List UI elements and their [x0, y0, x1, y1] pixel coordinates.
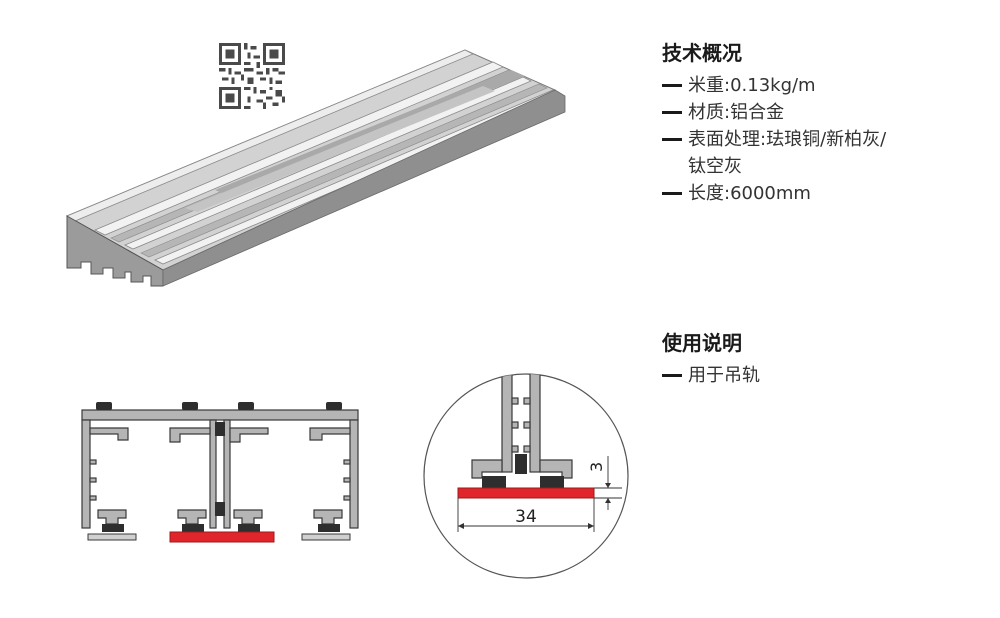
spec-item: 表面处理:珐琅铜/新柏灰/钛空灰 — [662, 126, 892, 180]
dash-bullet-icon — [662, 374, 682, 377]
spec-item-text: 米重:0.13kg/m — [688, 75, 816, 96]
tech-overview-section: 技术概况 米重:0.13kg/m 材质:铝合金 表面处理:珐琅铜/新柏灰/钛空灰… — [662, 40, 982, 207]
profile-3d-render — [65, 49, 566, 287]
spec-item: 米重:0.13kg/m — [662, 72, 982, 99]
usage-heading: 使用说明 — [662, 331, 742, 355]
dash-bullet-icon — [662, 192, 682, 195]
tech-overview-heading: 技术概况 — [662, 41, 742, 65]
usage-item-text: 用于吊轨 — [688, 365, 760, 386]
spec-item: 材质:铝合金 — [662, 99, 982, 126]
spec-item-text: 长度:6000mm — [688, 183, 811, 204]
detail-circle-drawing: 3 34 — [423, 373, 629, 579]
qr-code — [219, 43, 285, 109]
dash-bullet-icon — [662, 138, 682, 141]
spec-item: 长度:6000mm — [662, 180, 982, 207]
height-dimension-label: 3 — [587, 462, 606, 472]
spec-item-text: 材质:铝合金 — [688, 102, 785, 123]
width-dimension-label: 34 — [515, 507, 537, 527]
usage-section: 使用说明 用于吊轨 — [662, 330, 982, 389]
spec-item-text: 表面处理:珐琅铜/新柏灰/钛空灰 — [688, 129, 887, 177]
usage-item: 用于吊轨 — [662, 362, 982, 389]
dash-bullet-icon — [662, 111, 682, 114]
cross-section-drawing — [81, 402, 359, 543]
dash-bullet-icon — [662, 84, 682, 87]
